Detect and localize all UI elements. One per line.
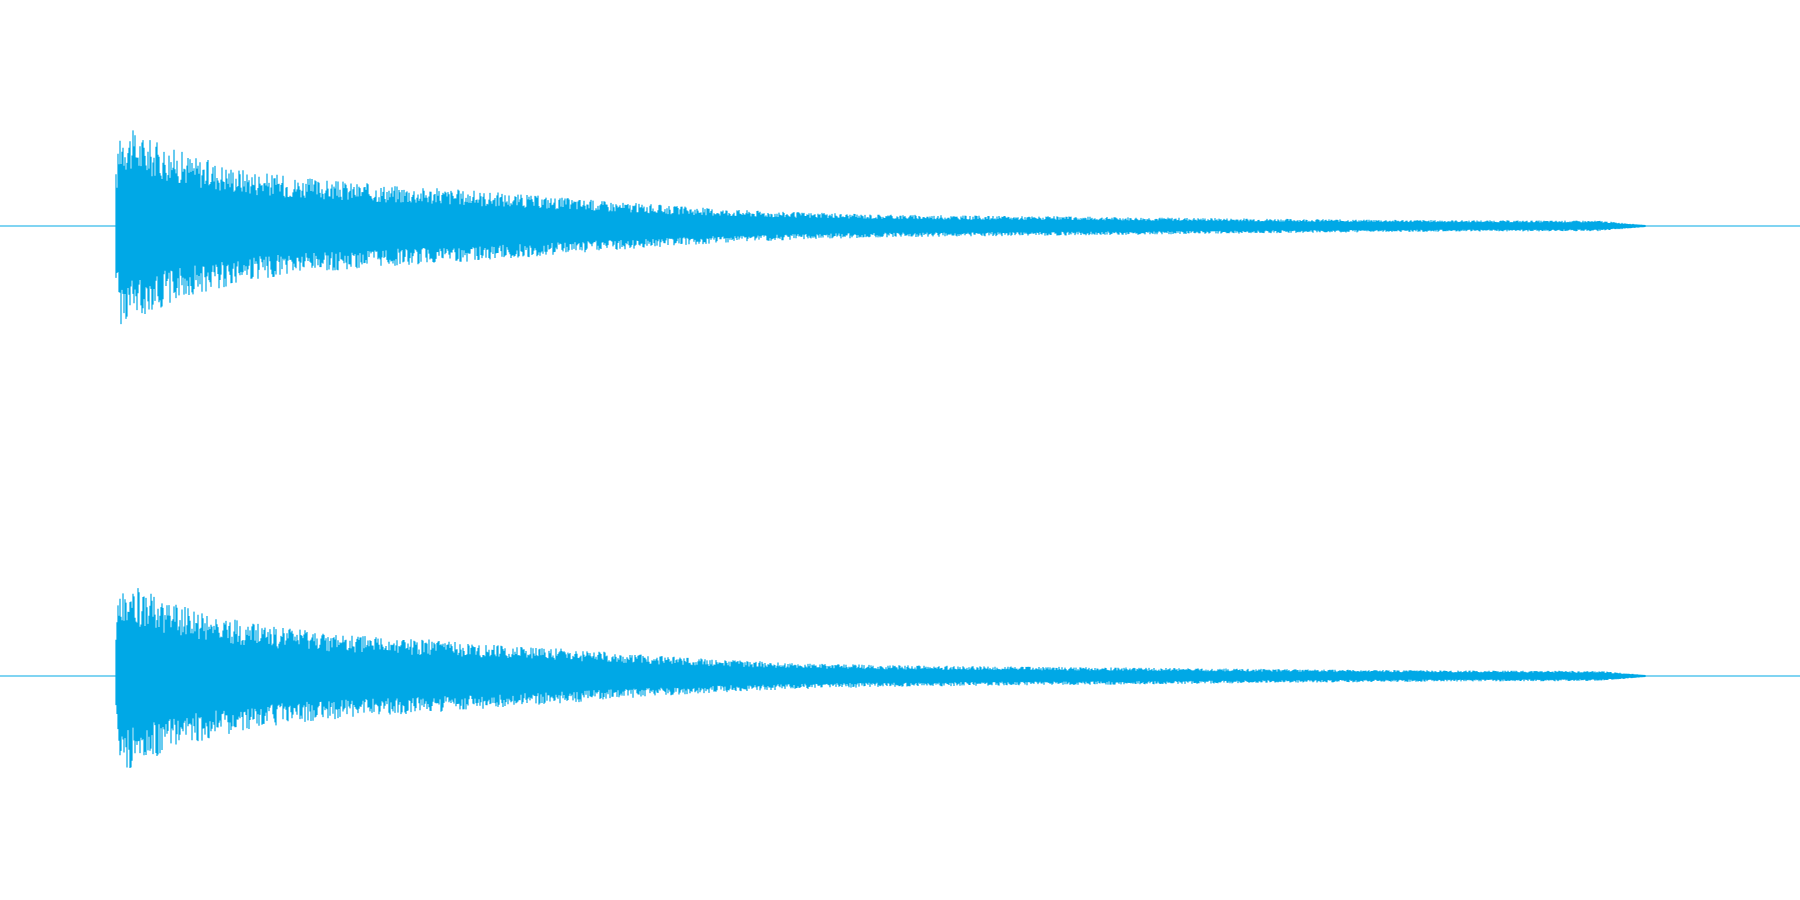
channel-1-waveform (115, 130, 1646, 325)
channel-2-waveform (115, 588, 1646, 768)
